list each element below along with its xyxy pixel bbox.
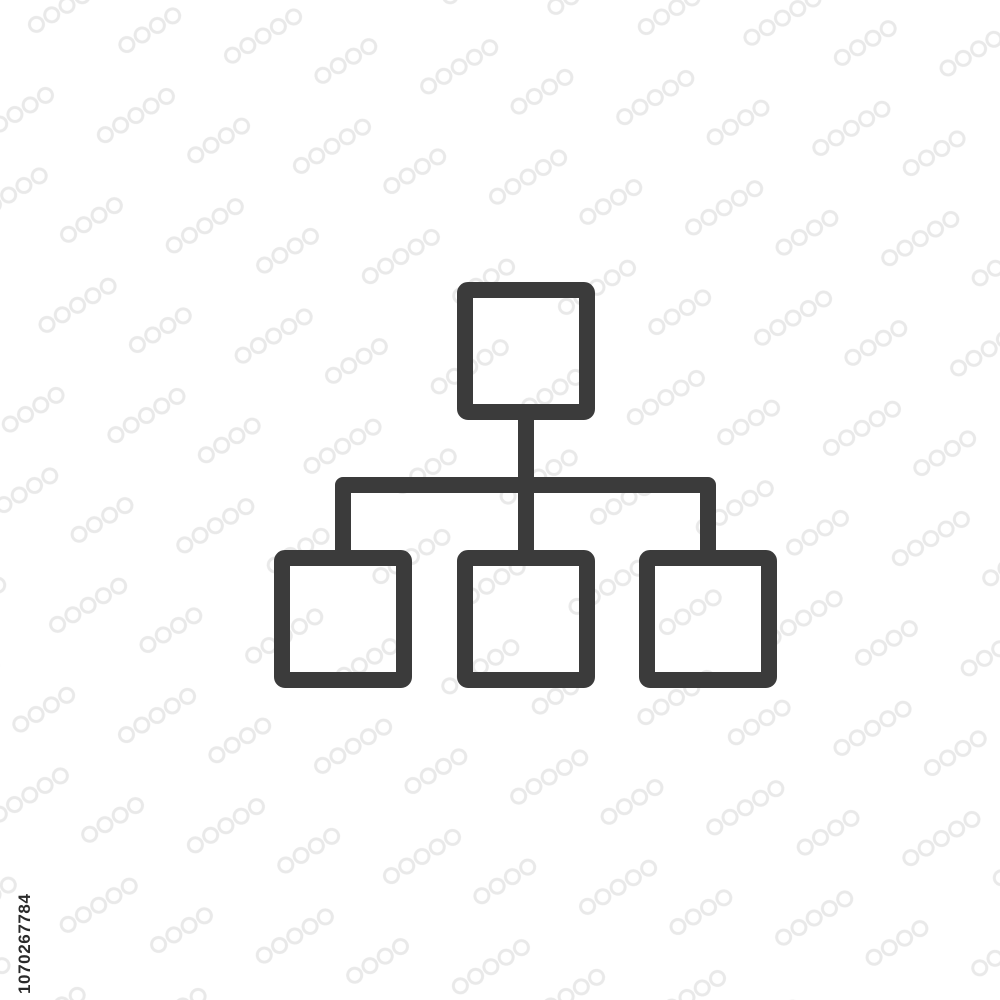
bottom-middle-box xyxy=(457,550,595,688)
stock-id-watermark: 1070267784 xyxy=(3,754,43,994)
top-box xyxy=(457,282,595,420)
bottom-right-box xyxy=(639,550,777,688)
branch-line xyxy=(335,477,716,558)
stock-id-text: 1070267784 xyxy=(15,893,34,994)
bottom-left-box xyxy=(274,550,412,688)
